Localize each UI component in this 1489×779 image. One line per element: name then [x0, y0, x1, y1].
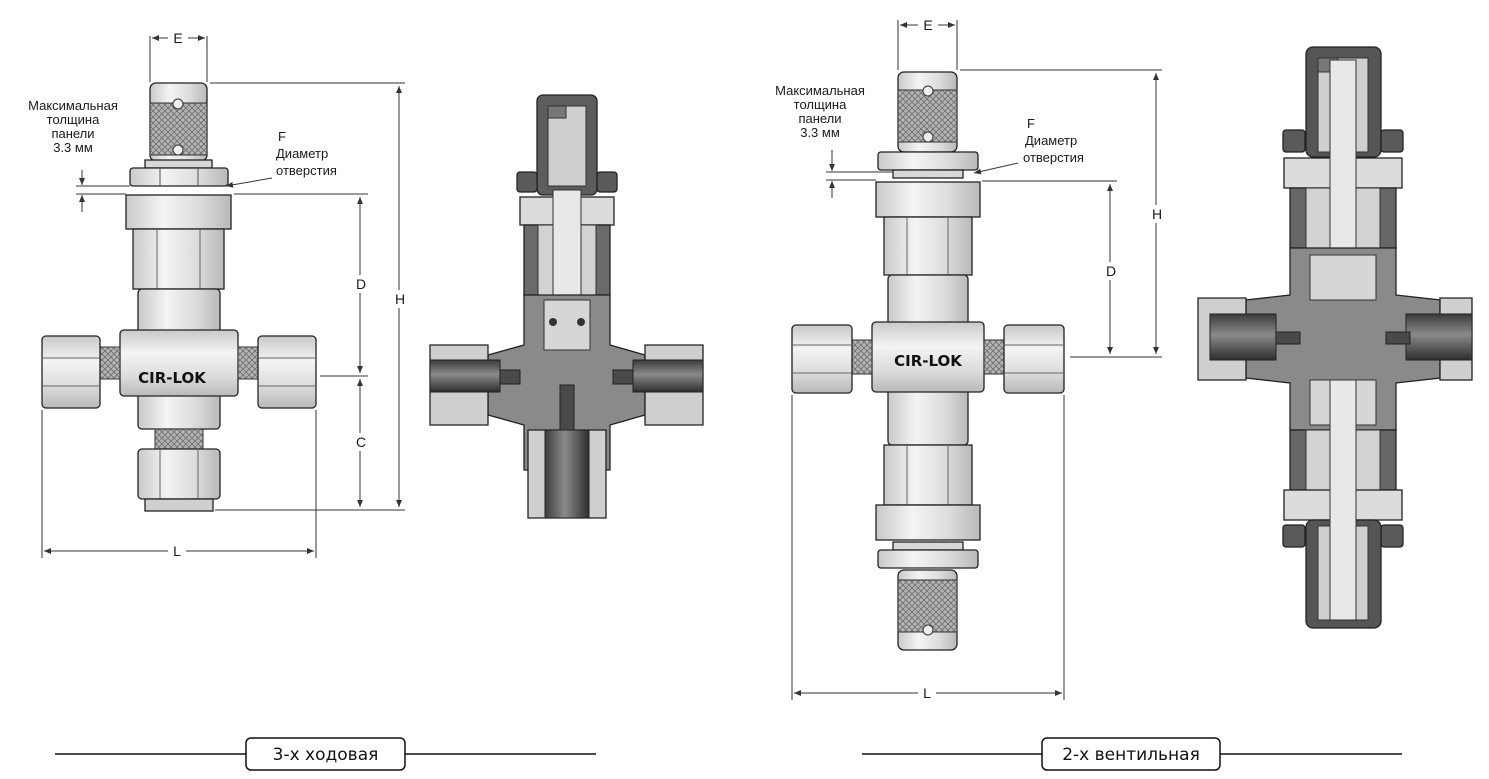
right-hole-note: F Диаметр отверстия	[1023, 116, 1084, 165]
right-dim-h: H	[1152, 206, 1162, 222]
left-panel-note-line1: Максимальная	[28, 98, 118, 113]
left-valve-exterior: CIR-LOK	[41, 82, 317, 512]
right-caption: 2-х вентильная	[862, 737, 1402, 771]
left-dim-e: E	[173, 30, 182, 46]
left-caption-label: 3-х ходовая	[273, 745, 379, 765]
right-valve-cross-section	[1197, 46, 1473, 629]
right-dimension-labels: E H D L	[923, 17, 1162, 701]
right-dim-l: L	[923, 685, 931, 701]
right-brand-label: CIR-LOK	[894, 352, 963, 370]
right-valve-exterior: CIR-LOK	[791, 71, 1065, 651]
left-hole-note-f: F	[278, 129, 286, 144]
left-dim-h: H	[395, 291, 405, 307]
left-panel-note-line4: 3.3 мм	[53, 140, 93, 155]
right-dim-e: E	[923, 17, 932, 33]
right-panel-note: Максимальная толщина панели 3.3 мм	[775, 83, 865, 140]
left-valve-cross-section	[429, 94, 704, 519]
left-dim-d: D	[356, 276, 366, 292]
right-dimension-lines	[791, 17, 1166, 702]
right-panel-note-line1: Максимальная	[775, 83, 865, 98]
left-dimension-labels: E H D C L	[173, 30, 405, 559]
right-panel-note-line3: панели	[798, 111, 841, 126]
right-hole-note-line2: Диаметр	[1025, 133, 1077, 148]
left-brand-label: CIR-LOK	[138, 369, 207, 387]
left-hole-note: F Диаметр отверстия	[276, 129, 337, 178]
left-dim-l: L	[173, 543, 181, 559]
left-panel-note: Максимальная толщина панели 3.3 мм	[28, 98, 118, 155]
right-panel-note-line2: толщина	[794, 97, 847, 112]
left-dimension-lines	[41, 30, 409, 559]
left-caption: 3-х ходовая	[55, 737, 596, 771]
left-panel-note-line3: панели	[51, 126, 94, 141]
right-hole-note-f: F	[1027, 116, 1035, 131]
right-caption-label: 2-х вентильная	[1062, 745, 1200, 765]
right-dim-d: D	[1106, 263, 1116, 279]
right-hole-note-line3: отверстия	[1023, 150, 1084, 165]
left-hole-note-line3: отверстия	[276, 163, 337, 178]
left-hole-note-line2: Диаметр	[276, 146, 328, 161]
left-panel-note-line2: толщина	[47, 112, 100, 127]
left-dim-c: C	[356, 434, 366, 450]
right-panel-note-line4: 3.3 мм	[800, 125, 840, 140]
